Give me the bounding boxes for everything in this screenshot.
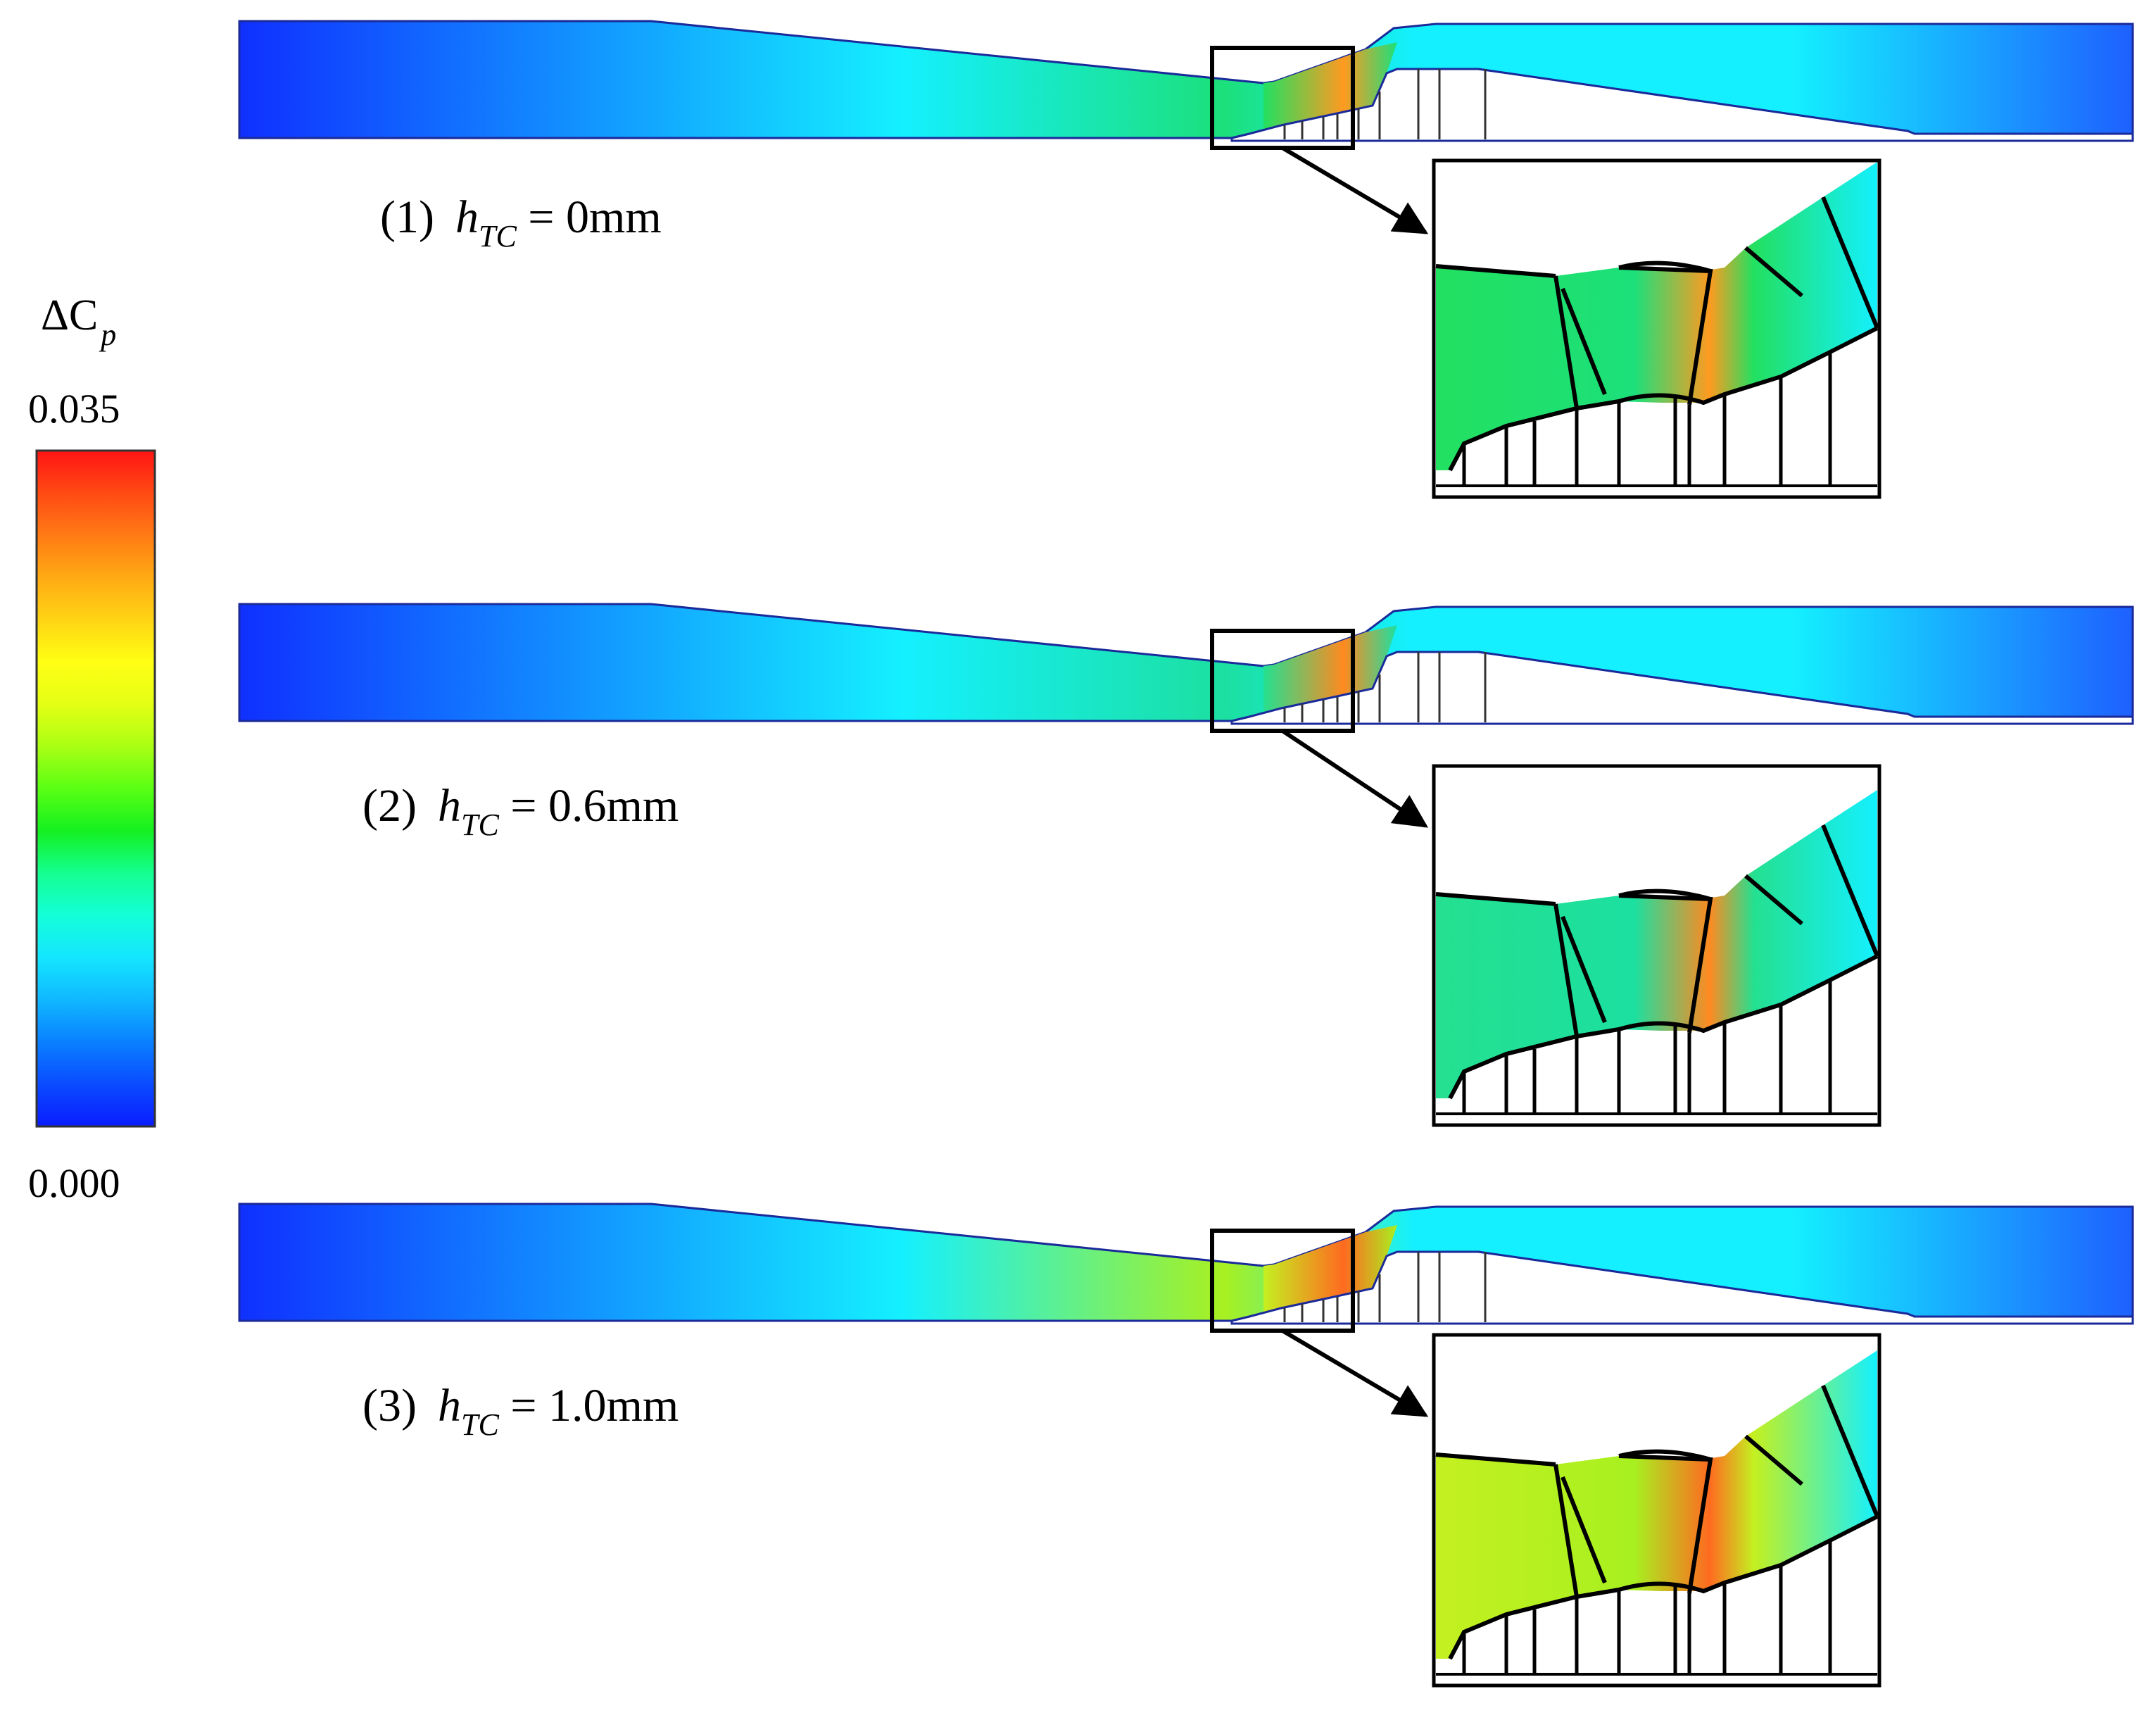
inset-flow	[1436, 790, 1877, 1098]
case-panel: (2)hTC = 0.6mm	[238, 603, 2134, 1127]
colorbar: ΔCp 0.035 0.000	[28, 291, 156, 1206]
hub-wall	[1230, 68, 2134, 142]
zoom-inset	[1432, 764, 1881, 1127]
colorbar-max-label: 0.035	[28, 386, 120, 432]
main-passage	[238, 603, 2134, 722]
inset-struts	[1462, 980, 1832, 1114]
inset-flow	[1436, 1350, 1877, 1659]
zoom-arrow	[1281, 1329, 1429, 1417]
case-label: (3)hTC = 1.0mm	[363, 1380, 679, 1442]
case-label: (1)hTC = 0mm	[380, 192, 662, 253]
inset-blades	[1435, 824, 1879, 1100]
hub-wall	[1230, 651, 2134, 725]
stage-region	[1263, 42, 1397, 134]
hub-struts	[1283, 1252, 1487, 1322]
inset-flow	[1436, 162, 1877, 470]
hub-wall	[1230, 1250, 2134, 1325]
case-panel: (3)hTC = 1.0mm	[238, 1203, 2134, 1688]
stage-region	[1263, 625, 1397, 717]
hub-struts	[1283, 652, 1487, 722]
inset-struts	[1462, 1540, 1832, 1674]
stage-region	[1263, 1225, 1397, 1317]
zoom-inset	[1432, 158, 1881, 499]
case-panel: (1)hTC = 0mm	[238, 20, 2134, 499]
case-label: (2)hTC = 0.6mm	[363, 780, 679, 842]
colorbar-title: ΔCp	[41, 291, 116, 352]
zoom-arrow	[1281, 146, 1429, 234]
colorbar-min-label: 0.000	[28, 1160, 120, 1206]
inset-struts	[1462, 352, 1832, 486]
inset-blades	[1435, 1384, 1879, 1660]
colorbar-bar	[35, 449, 156, 1128]
zoom-arrow	[1281, 729, 1428, 828]
hub-struts	[1283, 69, 1487, 139]
zoom-inset	[1432, 1333, 1881, 1688]
inset-blades	[1435, 196, 1879, 472]
main-passage	[238, 20, 2134, 139]
main-passage	[238, 1203, 2134, 1322]
